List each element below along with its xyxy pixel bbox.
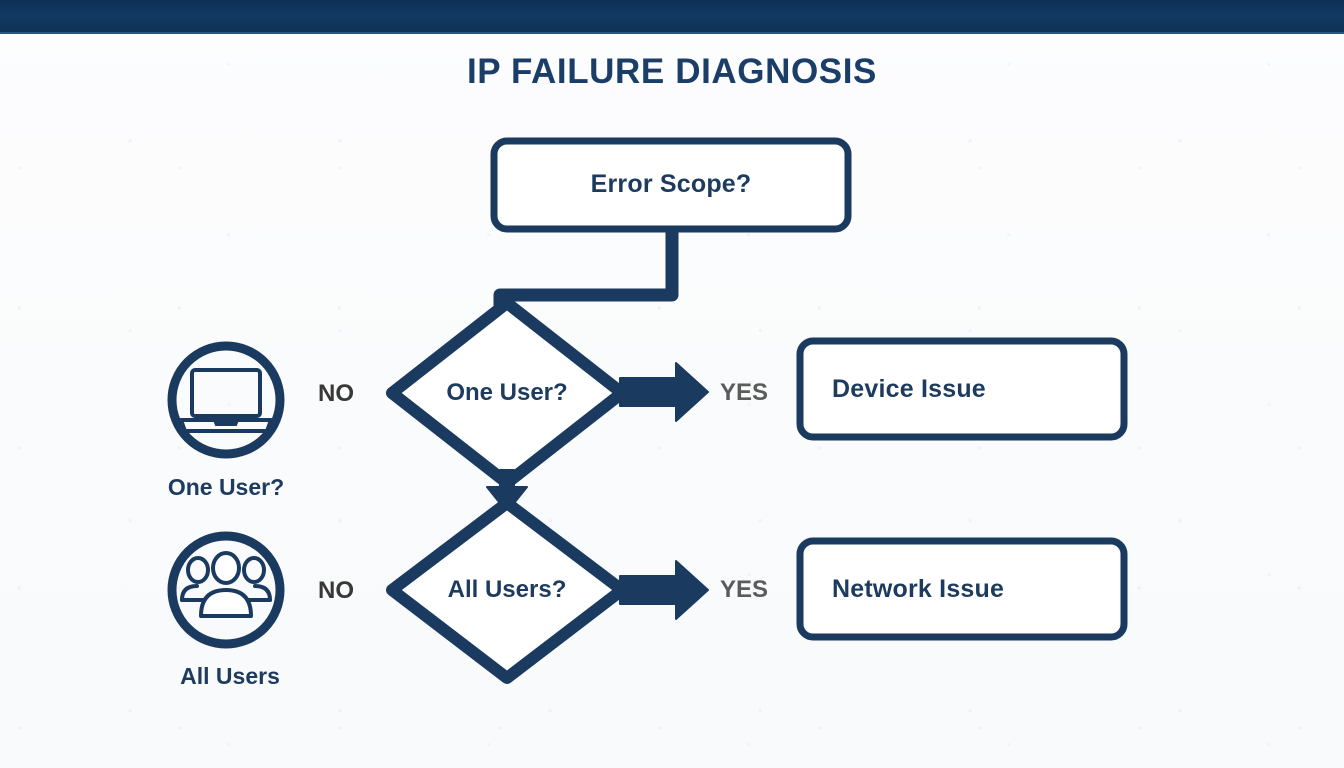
arrow-one-user-no: [486, 469, 528, 513]
arrow-all-users-yes: [619, 560, 709, 620]
network-issue-label: Network Issue: [832, 575, 1005, 603]
node-device-issue[interactable]: [796, 337, 1128, 441]
page-title: IP FAILURE DIAGNOSIS: [466, 52, 878, 91]
device-issue-label: Device Issue: [832, 375, 986, 403]
node-all-users-decision[interactable]: [386, 497, 628, 684]
error-scope-label: Error Scope?: [590, 170, 752, 198]
one-user-icon-caption: One User?: [167, 474, 285, 500]
one-user-no-label: NO: [318, 380, 354, 407]
users-group-icon: [167, 531, 285, 649]
top-accent-bar: [0, 0, 1344, 34]
node-error-scope[interactable]: [490, 137, 852, 233]
all-users-decision-label: All Users?: [447, 576, 567, 603]
one-user-decision-label: One User?: [446, 379, 568, 406]
arrow-one-user-yes: [619, 362, 709, 422]
all-users-yes-label: YES: [720, 576, 769, 603]
connector-start-to-one-user: [493, 221, 679, 319]
node-network-issue[interactable]: [796, 537, 1128, 641]
laptop-icon: [167, 341, 285, 459]
all-users-no-label: NO: [318, 577, 354, 604]
all-users-icon-caption: All Users: [180, 663, 280, 689]
one-user-yes-label: YES: [720, 379, 769, 406]
